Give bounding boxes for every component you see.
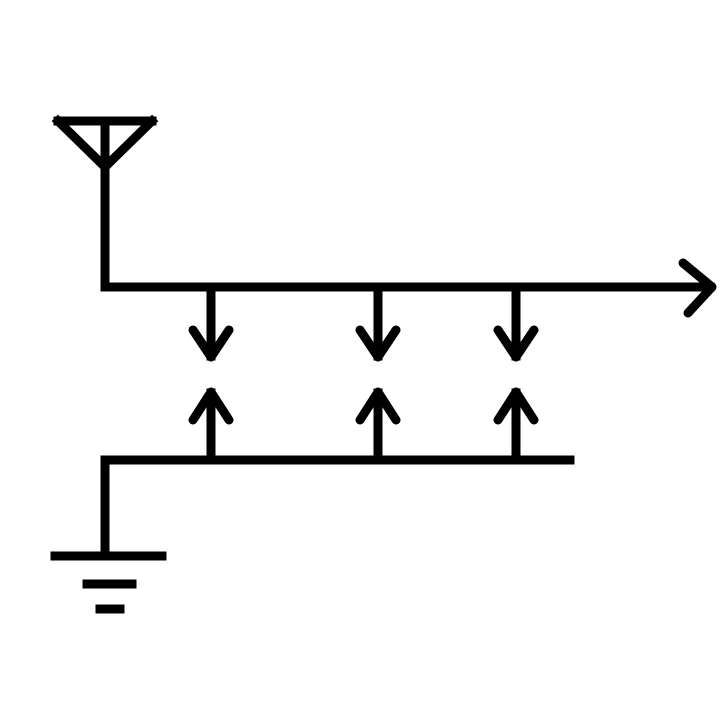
coupling-pair-1	[188, 282, 234, 465]
arrow-right-icon	[678, 258, 717, 318]
ground-line	[100, 455, 575, 561]
coupling-arrows	[188, 282, 539, 465]
ground-icon	[50, 551, 167, 614]
coupling-pair-2	[355, 282, 401, 465]
arrow-up-icon	[188, 387, 234, 465]
arrow-up-icon	[493, 387, 539, 465]
arrow-down-icon	[355, 282, 401, 362]
coupling-pair-3	[493, 282, 539, 465]
antenna-icon	[51, 114, 159, 292]
arrow-down-icon	[188, 282, 234, 362]
arrow-up-icon	[355, 387, 401, 465]
arrow-down-icon	[493, 282, 539, 362]
